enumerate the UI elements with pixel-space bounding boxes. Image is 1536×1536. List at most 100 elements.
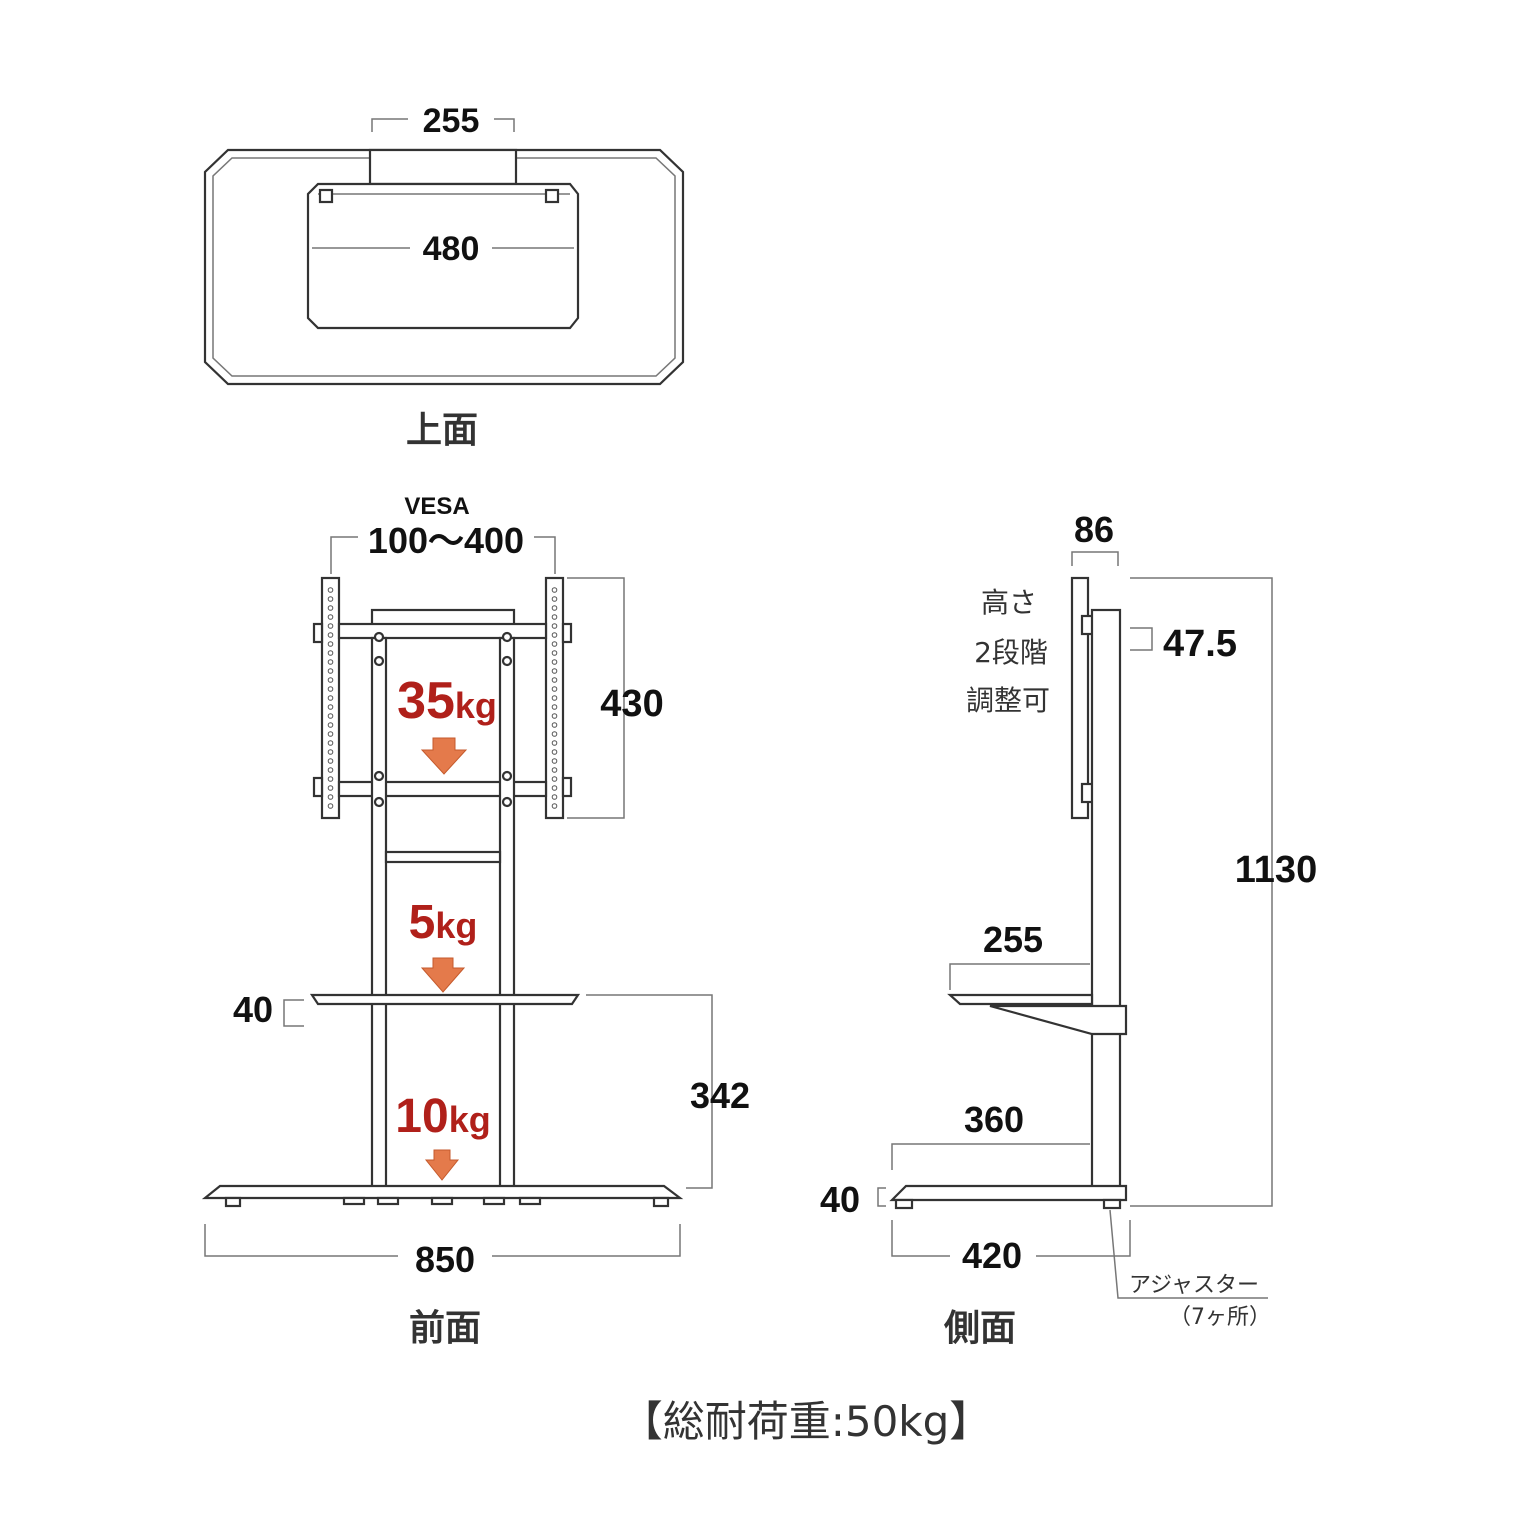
mount-side-tab-left-top xyxy=(312,622,324,644)
middle-bracket xyxy=(384,850,502,864)
rail-hole xyxy=(551,650,558,656)
height-note-line3: 調整可 xyxy=(966,684,1050,717)
rail-hole xyxy=(551,587,558,593)
front-view: VESA 100～400 xyxy=(201,493,750,1349)
rail-hole xyxy=(327,785,334,791)
rail-hole xyxy=(327,641,334,647)
rail-hole xyxy=(327,632,334,638)
rail-hole xyxy=(327,767,334,773)
side-base-plate xyxy=(889,1184,1128,1202)
top-view-base-inner xyxy=(212,157,676,377)
rail-hole xyxy=(327,803,334,809)
load-shelf-unit: kg xyxy=(435,905,477,946)
mount-side-tab-right-bottom xyxy=(561,776,573,798)
caption-front-view: 前面 xyxy=(409,1308,481,1349)
dim-side-255: 255 xyxy=(983,919,1043,960)
dim-47-5: 47.5 xyxy=(1163,623,1237,665)
load-label-shelf: 5kg xyxy=(409,896,478,949)
rail-hole xyxy=(551,677,558,683)
dim-line-86 xyxy=(1071,551,1119,566)
dim-base-40: 40 xyxy=(820,1179,860,1220)
load-label-base: 10kg xyxy=(395,1090,490,1143)
rail-hole xyxy=(327,740,334,746)
post-right xyxy=(498,636,516,1192)
rail-hole xyxy=(327,776,334,782)
adjuster-label: アジャスター xyxy=(1129,1273,1259,1298)
adjuster-count: （7ヶ所） xyxy=(1169,1305,1271,1330)
dim-line-430 xyxy=(567,577,625,819)
side-adjuster-foot xyxy=(1102,1198,1122,1210)
rail-hole xyxy=(327,668,334,674)
bolt xyxy=(373,631,385,643)
side-adjuster-foot xyxy=(894,1198,914,1210)
adjuster-foot xyxy=(518,1196,542,1206)
dim-line-top-255 xyxy=(371,118,515,132)
bolt xyxy=(501,655,513,667)
rail-hole xyxy=(551,722,558,728)
rail-hole xyxy=(551,767,558,773)
rail-hole xyxy=(551,776,558,782)
dim-850: 850 xyxy=(415,1239,475,1280)
load-mount-number: 35 xyxy=(397,672,455,730)
rail-hole xyxy=(327,686,334,692)
rail-hole xyxy=(551,632,558,638)
vesa-label: VESA xyxy=(404,493,469,520)
dim-line-342 xyxy=(586,994,713,1189)
side-pole xyxy=(1090,608,1122,1192)
rail-hole xyxy=(551,641,558,647)
mount-crossbar-top xyxy=(337,622,548,640)
height-note-line1: 高さ xyxy=(981,586,1037,619)
rail-hole xyxy=(551,713,558,719)
rail-hole xyxy=(551,704,558,710)
rail-hole xyxy=(551,623,558,629)
side-shelf xyxy=(947,993,1094,1006)
mount-side-tab-left-bottom xyxy=(312,776,324,798)
caption-side-view: 側面 xyxy=(943,1308,1016,1349)
rail-hole xyxy=(327,731,334,737)
adjuster-foot xyxy=(482,1196,506,1206)
rail-hole xyxy=(551,740,558,746)
rail-hole xyxy=(327,659,334,665)
dim-430: 430 xyxy=(600,683,663,725)
arrow-down-icon xyxy=(424,1149,460,1181)
rail-hole xyxy=(327,695,334,701)
dim-top-480: 480 xyxy=(423,230,480,268)
adjuster-foot xyxy=(342,1196,366,1206)
rail-hole xyxy=(327,704,334,710)
glass-shelf xyxy=(309,993,581,1006)
rail-hole xyxy=(327,605,334,611)
dim-line-side-255 xyxy=(949,963,1090,990)
load-mount-unit: kg xyxy=(455,685,497,726)
dim-86: 86 xyxy=(1074,509,1114,550)
bolt xyxy=(373,770,385,782)
caption-top-view: 上面 xyxy=(406,410,478,451)
dim-line-850 xyxy=(204,1224,681,1257)
rail-hole xyxy=(551,749,558,755)
side-view: 86 高さ 2段階 調整可 47.5 1130 255 360 40 xyxy=(820,509,1317,1349)
rail-hole xyxy=(551,758,558,764)
rail-hole xyxy=(551,605,558,611)
adjuster-leader-line xyxy=(1109,1209,1268,1299)
rail-hole xyxy=(327,722,334,728)
rail-hole xyxy=(551,614,558,620)
rail-hole xyxy=(327,749,334,755)
rail-hole xyxy=(327,650,334,656)
adjuster-foot xyxy=(376,1196,400,1206)
dim-342: 342 xyxy=(690,1075,750,1116)
rail-hole xyxy=(327,677,334,683)
dim-line-420 xyxy=(891,1220,1131,1257)
dim-shelf-40: 40 xyxy=(233,989,273,1030)
rail-hole xyxy=(551,803,558,809)
dim-top-255: 255 xyxy=(423,102,480,140)
rail-hole xyxy=(551,686,558,692)
dim-line-vesa xyxy=(330,536,556,574)
dim-1130: 1130 xyxy=(1235,849,1317,891)
rail-hole xyxy=(551,731,558,737)
top-view-clip-left xyxy=(318,188,334,204)
rail-hole xyxy=(551,785,558,791)
post-left xyxy=(370,636,388,1192)
mount-crossbar-bottom xyxy=(337,780,548,798)
bolt xyxy=(501,796,513,808)
